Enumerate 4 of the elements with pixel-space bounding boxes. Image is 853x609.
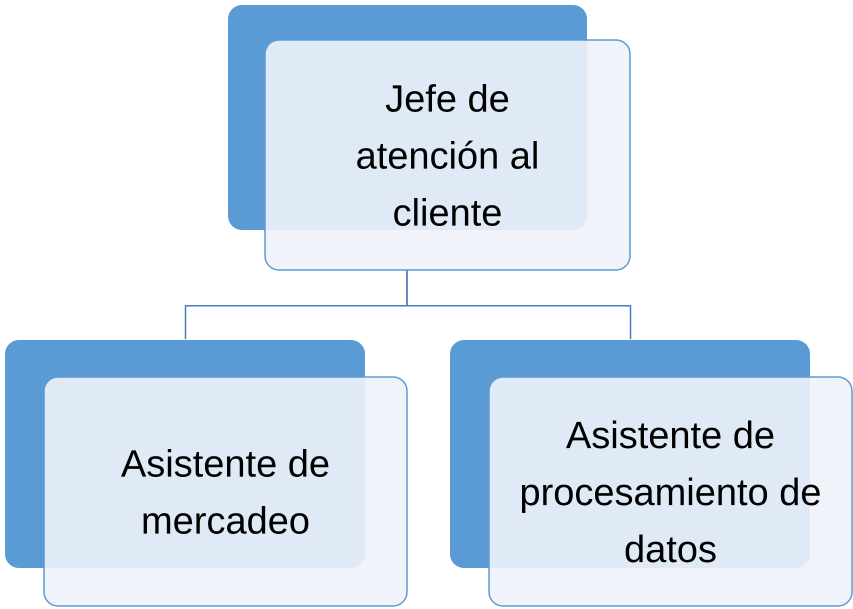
org-box: Jefe de atención al cliente <box>228 4 631 271</box>
org-box: Asistente de mercadeo <box>5 340 408 607</box>
org-box: Asistente de procesamiento de datos <box>450 340 853 607</box>
connector-line <box>406 270 632 340</box>
